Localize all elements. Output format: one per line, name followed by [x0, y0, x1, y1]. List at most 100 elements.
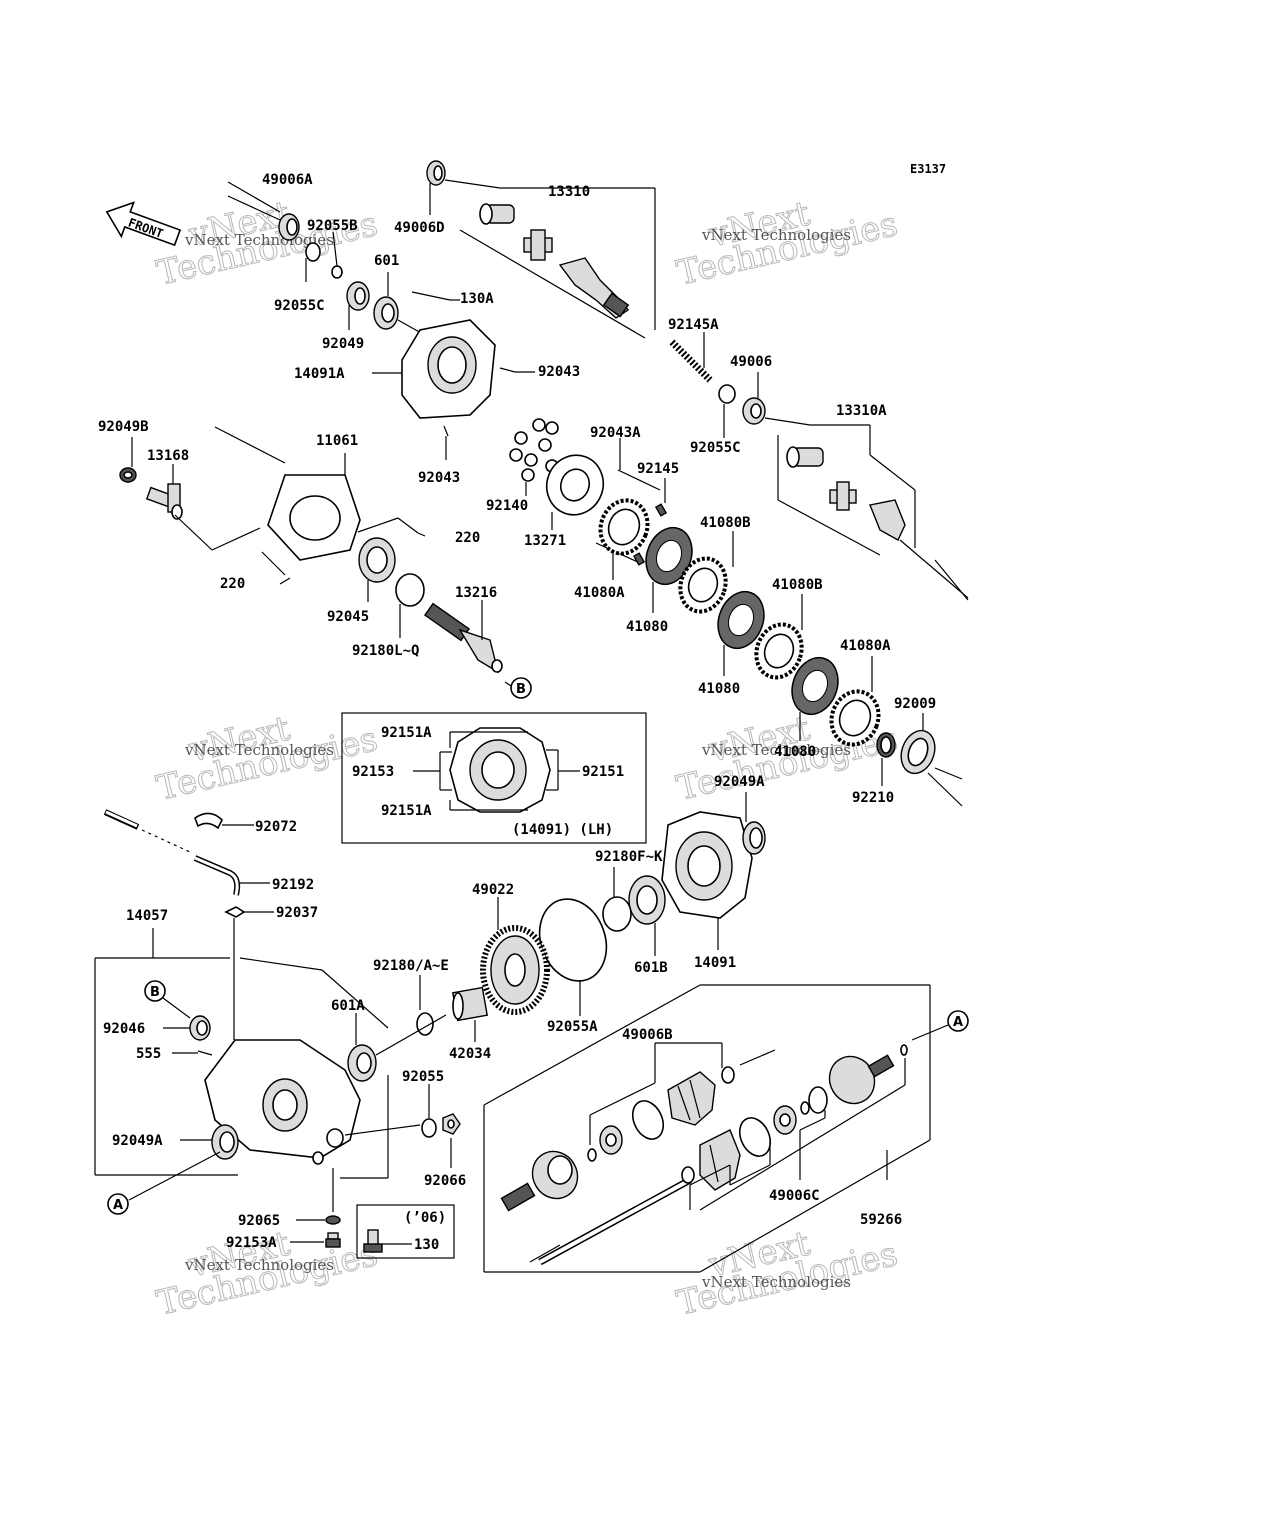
part-label-555: 555	[136, 1046, 161, 1062]
shaft-yoke-rear	[558, 257, 630, 319]
part-label-49006: 49006	[730, 354, 772, 370]
cv-joint-outer	[500, 1150, 579, 1212]
pinion-13216	[423, 602, 503, 674]
ref-marker-A-text: A	[953, 1015, 963, 1030]
cage-inner	[773, 1105, 797, 1135]
shaft-13168	[145, 483, 183, 520]
case-11061-group: B	[119, 426, 532, 699]
part-label-11061: 11061	[316, 433, 358, 449]
part-label-92055A: 92055A	[547, 1019, 598, 1035]
part-label-14057: 14057	[126, 908, 168, 924]
watermark-small: vNext Technologies	[701, 741, 851, 759]
part-label-92055C: 92055C	[274, 298, 325, 314]
part-label-92066: 92066	[424, 1173, 466, 1189]
washer-92065	[325, 1215, 341, 1225]
bolt-92153A	[325, 1232, 341, 1248]
friction-plate-41080	[717, 590, 765, 650]
part-label-92072: 92072	[255, 819, 297, 835]
inset-lh-note: (14091) (LH)	[512, 822, 613, 838]
watermark-small: vNext Technologies	[184, 741, 334, 759]
part-label-41080: 41080	[698, 681, 740, 697]
part-label-13216: 13216	[455, 585, 497, 601]
sleeve-42034	[451, 986, 489, 1022]
inset-year-note: (’06)	[404, 1210, 446, 1226]
part-label-92043A: 92043A	[590, 425, 641, 441]
part-label-92151A: 92151A	[381, 803, 432, 819]
final-gear-case-group: B A	[94, 918, 461, 1259]
part-label-92192: 92192	[272, 877, 314, 893]
ref-marker-A	[107, 1193, 129, 1215]
part-label-92180-A-E: 92180/A~E	[373, 958, 449, 974]
part-label-92046: 92046	[103, 1021, 145, 1037]
part-label-14091A: 14091A	[294, 366, 345, 382]
cross-joint	[523, 229, 553, 261]
part-label-14091: 14091	[694, 955, 736, 971]
part-label-92043: 92043	[418, 470, 460, 486]
watermark-small: vNext Technologies	[184, 1256, 334, 1274]
part-label-92049B: 92049B	[98, 419, 149, 435]
lh-case-inset	[341, 712, 647, 844]
part-label-130: 130	[414, 1237, 439, 1253]
part-label-92009: 92009	[894, 696, 936, 712]
part-label-92180L-Q: 92180L~Q	[352, 643, 419, 659]
diagram-code: E3137	[910, 162, 946, 176]
part-label-92180F-K: 92180F~K	[595, 849, 663, 865]
boot-outer	[667, 1071, 716, 1126]
part-label-49006A: 49006A	[262, 172, 313, 188]
part-label-49006C: 49006C	[769, 1188, 820, 1204]
part-label-92151A: 92151A	[381, 725, 432, 741]
ref-marker-B	[510, 677, 532, 699]
ref-marker-B-text: B	[150, 985, 160, 1000]
part-label-220: 220	[455, 530, 480, 546]
ref-marker-B-text: B	[516, 682, 526, 697]
ref-marker-A	[947, 1010, 969, 1032]
part-label-13310: 13310	[548, 184, 590, 200]
friction-plate-41080	[645, 526, 693, 586]
part-label-41080A: 41080A	[840, 638, 891, 654]
case-14091-group	[375, 792, 766, 1056]
part-label-92037: 92037	[276, 905, 318, 921]
plate-41080A	[829, 689, 881, 747]
part-label-92049A: 92049A	[714, 774, 765, 790]
part-label-49022: 49022	[472, 882, 514, 898]
part-label-92055C: 92055C	[690, 440, 741, 456]
part-label-92153A: 92153A	[226, 1235, 277, 1251]
cage-outer	[599, 1125, 623, 1155]
part-label-130A: 130A	[460, 291, 494, 307]
part-label-92065: 92065	[238, 1213, 280, 1229]
spring-92145A	[669, 339, 713, 383]
part-label-49006D: 49006D	[394, 220, 445, 236]
plate-41080A	[598, 498, 650, 556]
cv-joint-inner	[828, 1054, 895, 1105]
part-label-13310A: 13310A	[836, 403, 887, 419]
watermark-small: vNext Technologies	[701, 226, 851, 244]
part-label-92055: 92055	[402, 1069, 444, 1085]
clamp-92072	[194, 812, 223, 830]
balls-92140	[509, 418, 559, 482]
breather-parts	[103, 809, 274, 918]
part-label-92049: 92049	[322, 336, 364, 352]
part-label-601A: 601A	[331, 998, 365, 1014]
ref-marker-B	[144, 980, 166, 1002]
part-label-41080: 41080	[774, 744, 816, 760]
part-label-92153: 92153	[352, 764, 394, 780]
shim-92180FK	[602, 896, 632, 932]
propeller-shaft-13310-group	[426, 160, 656, 339]
friction-plate-41080	[791, 656, 839, 716]
part-label-41080: 41080	[626, 619, 668, 635]
upper-left-parts	[227, 181, 535, 460]
drive-shaft-assembly-59266: A	[483, 984, 969, 1273]
part-label-92151: 92151	[582, 764, 624, 780]
part-label-92055B: 92055B	[307, 218, 358, 234]
part-label-92140: 92140	[486, 498, 528, 514]
part-label-92049A: 92049A	[112, 1133, 163, 1149]
ref-marker-A-text: A	[113, 1198, 123, 1213]
shim-92180LQ	[395, 573, 425, 607]
part-label-92145: 92145	[637, 461, 679, 477]
part-label-13271: 13271	[524, 533, 566, 549]
plate-41080B	[754, 622, 804, 680]
part-label-13168: 13168	[147, 448, 189, 464]
part-label-59266: 59266	[860, 1212, 902, 1228]
yoke-front	[479, 203, 515, 225]
watermark-small: vNext Technologies	[701, 1273, 851, 1291]
